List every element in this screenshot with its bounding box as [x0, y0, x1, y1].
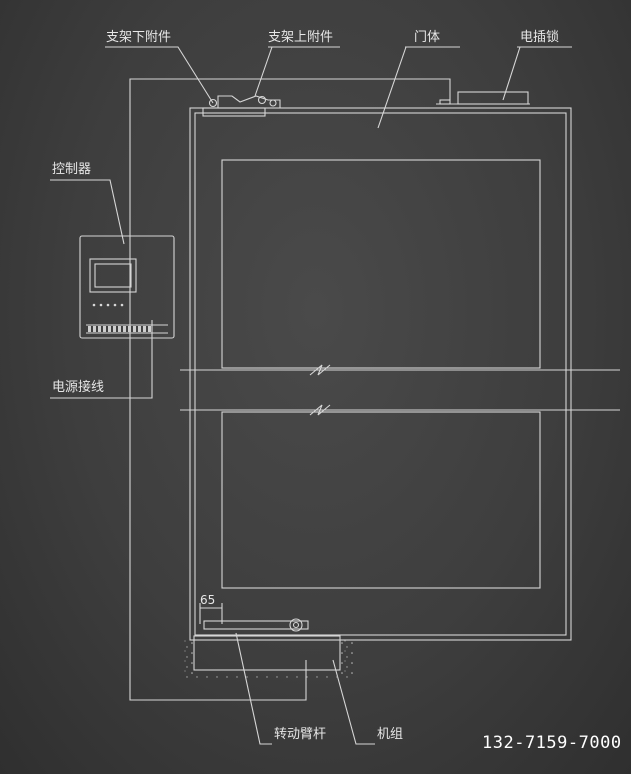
controller-screen-inner — [94, 263, 132, 288]
door-panel-lower — [221, 411, 541, 589]
break-mark-lower — [309, 404, 331, 416]
bracket-upper-part — [217, 95, 281, 108]
leader-bracket-upper — [254, 46, 340, 97]
wiring-line — [129, 78, 451, 701]
label-bracket-lower: 支架下附件 — [106, 30, 172, 45]
label-rotating-arm: 转动臂杆 — [274, 727, 327, 742]
controller-screen-outer — [89, 258, 137, 293]
rotating-arm — [203, 620, 309, 630]
leader-controller — [50, 179, 125, 245]
label-dimension-65: 65 — [200, 593, 216, 607]
label-door-body: 门体 — [414, 30, 441, 45]
label-power-wiring: 电源接线 — [52, 380, 105, 395]
controller-indicators — [92, 303, 124, 307]
leader-power-wiring — [50, 320, 153, 399]
controller-terminals — [88, 326, 151, 332]
bracket-lower-part — [202, 107, 266, 117]
label-bracket-upper: 支架上附件 — [268, 30, 334, 45]
break-mark-upper — [309, 364, 331, 376]
label-electric-lock: 电插锁 — [520, 30, 560, 45]
door-frame-outer — [189, 107, 572, 641]
unit-base — [193, 635, 341, 671]
contact-phone: 132-7159-7000 — [482, 733, 622, 753]
ground-gravel — [184, 640, 354, 680]
leader-door-body — [377, 46, 460, 129]
door-panel-upper — [221, 159, 541, 369]
label-unit: 机组 — [377, 727, 404, 742]
leader-electric-lock — [502, 46, 572, 101]
leader-unit — [332, 659, 375, 745]
label-controller: 控制器 — [52, 162, 92, 177]
leader-bracket-lower — [105, 46, 214, 104]
electric-lock-box — [457, 91, 529, 105]
controller-box — [79, 235, 175, 339]
leader-rotating-arm — [235, 632, 272, 745]
door-frame-inner — [194, 112, 567, 636]
